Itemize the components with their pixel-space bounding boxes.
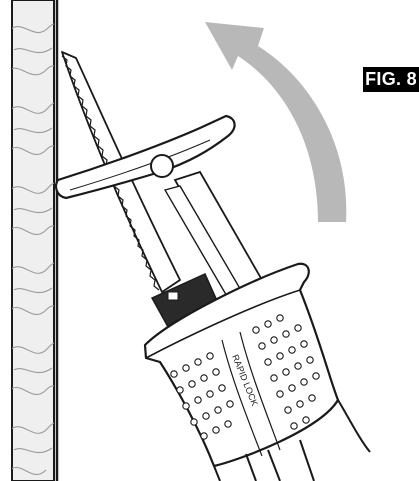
shoe-pivot [150, 154, 174, 178]
wall-texture [12, 23, 54, 476]
saw-shroud: RAPID LOCK [143, 262, 340, 468]
figure-label: FIG. 8 [363, 67, 419, 92]
saw-body [213, 399, 371, 481]
saw-shoe [55, 114, 236, 200]
vent-holes [170, 314, 320, 440]
rotation-arrow [205, 22, 347, 222]
wall [11, 0, 59, 481]
